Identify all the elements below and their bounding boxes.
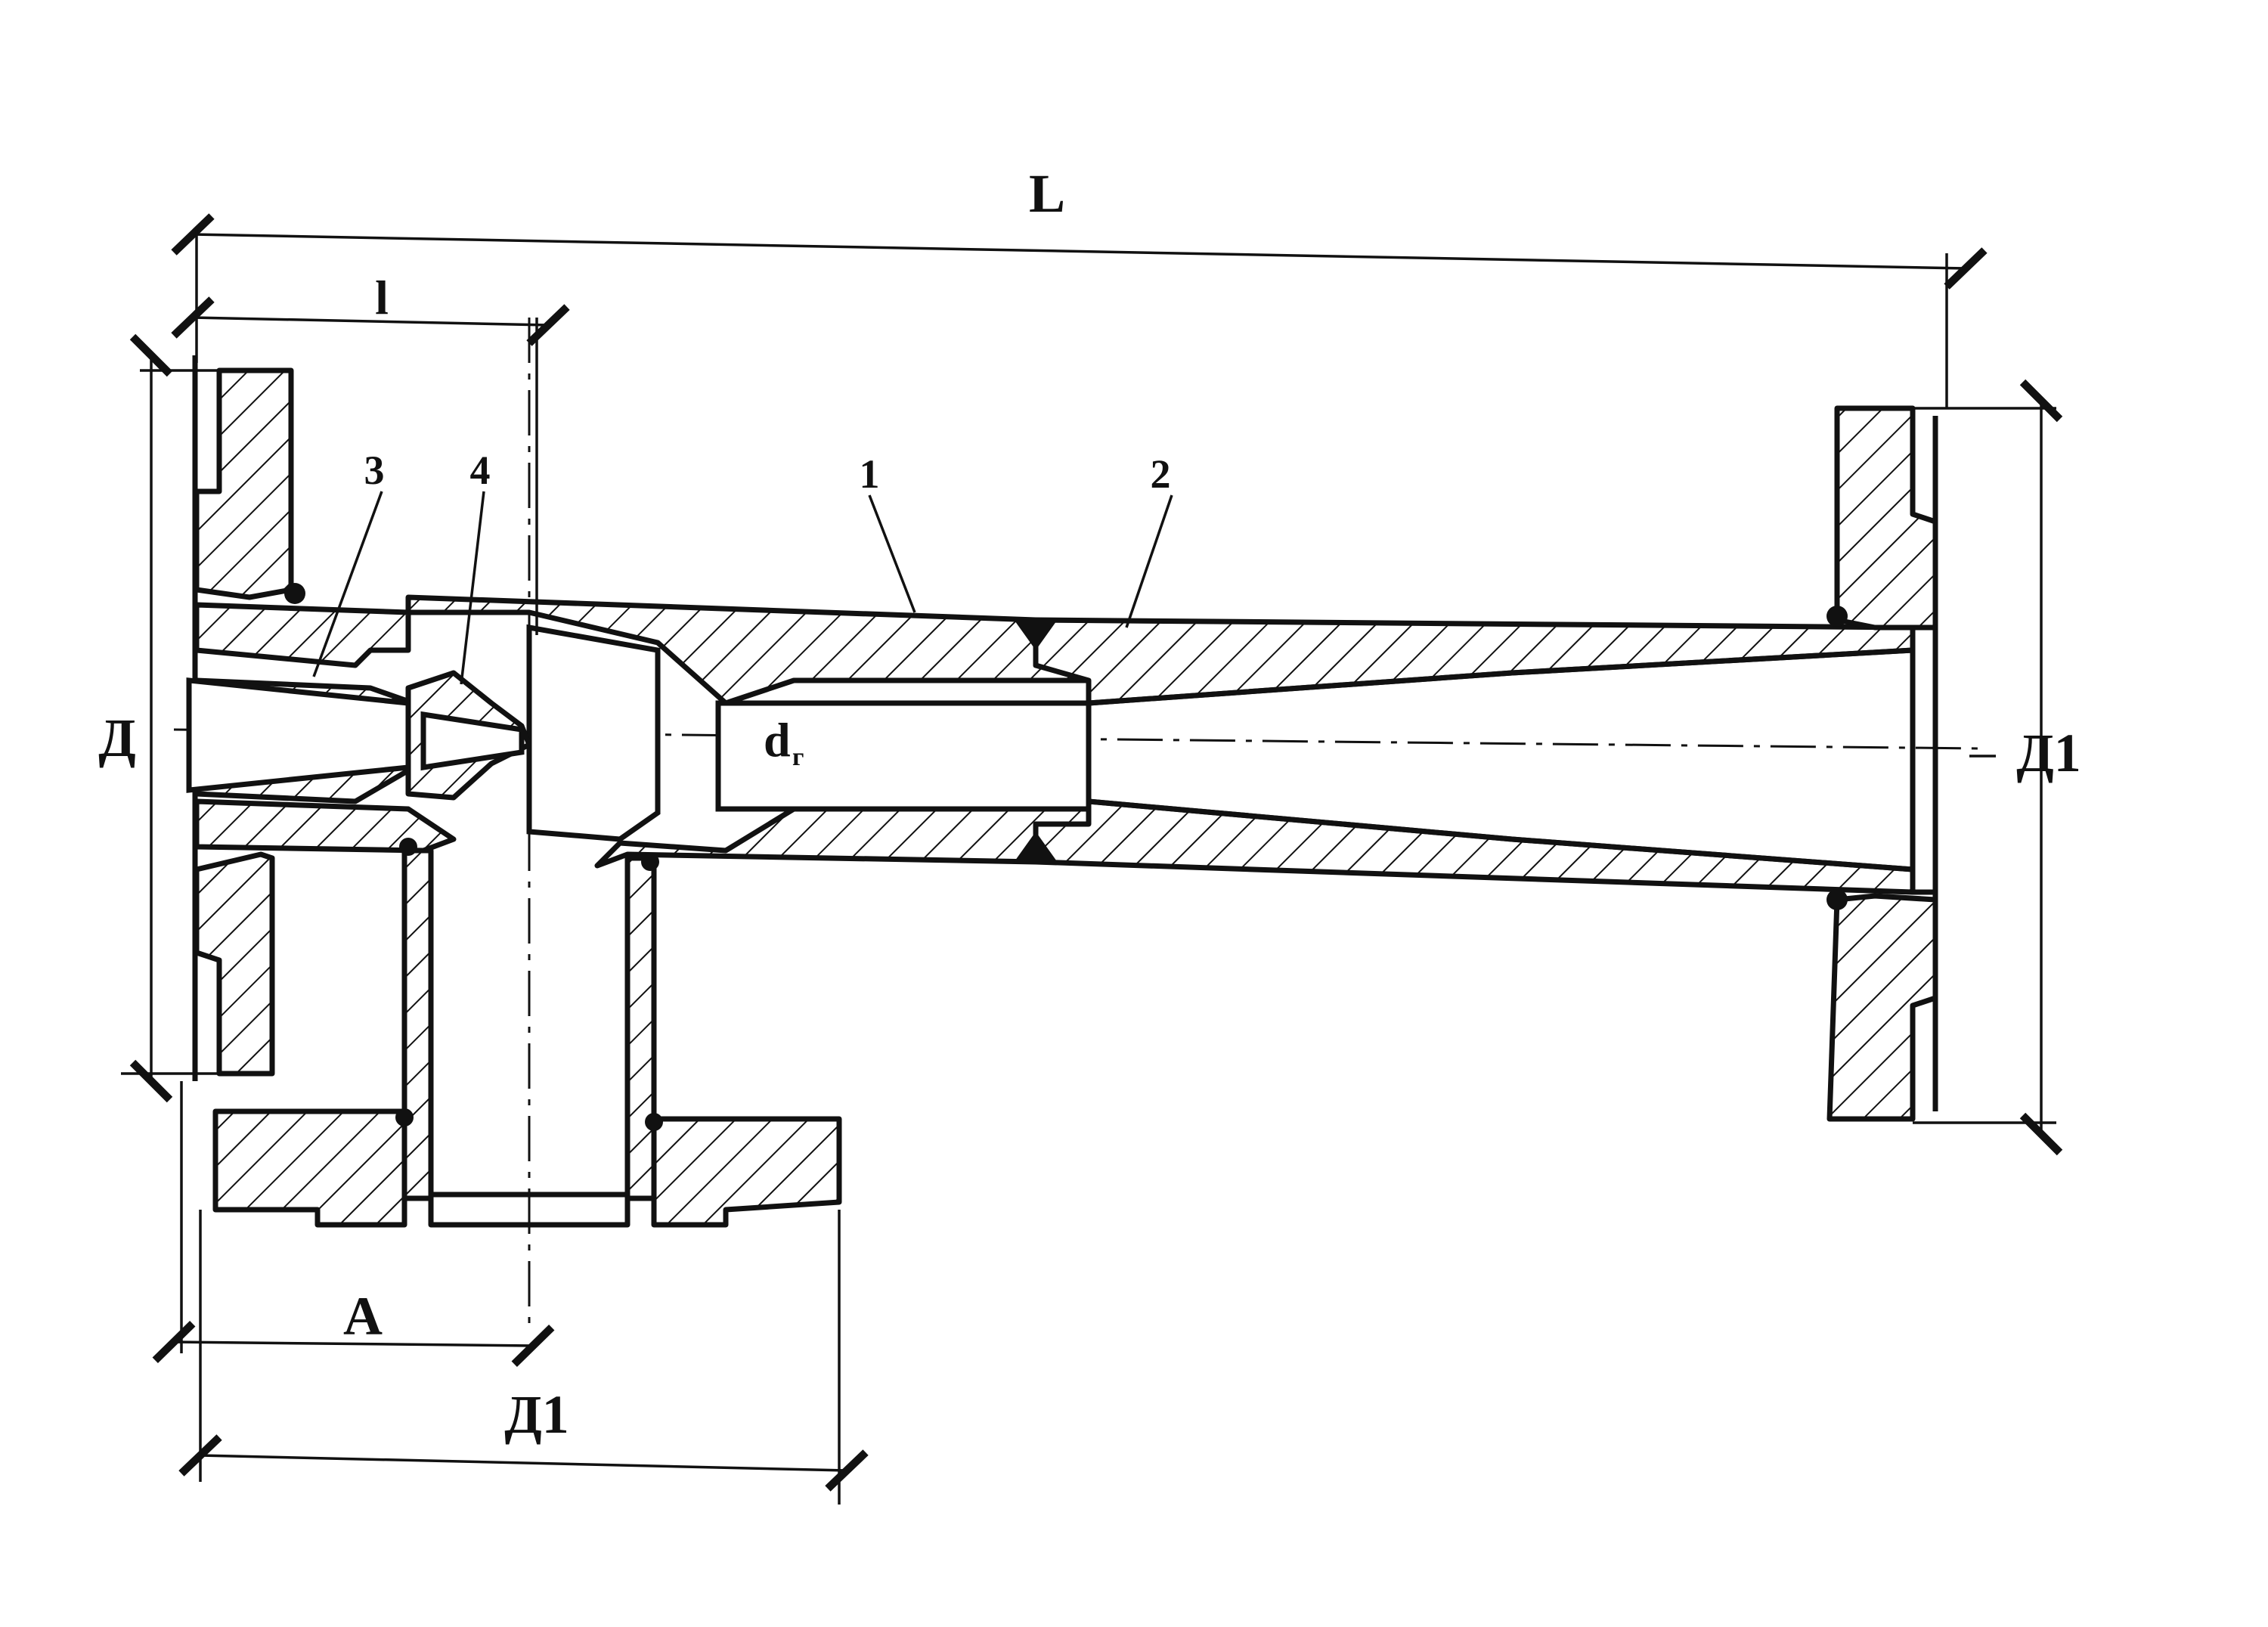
dimension-D bbox=[121, 333, 219, 1103]
label-d-main: d bbox=[764, 713, 791, 767]
label-throat-diameter: d г bbox=[764, 713, 804, 771]
nozzle-assembly-part-3 bbox=[186, 602, 457, 854]
weld-beads bbox=[284, 583, 1848, 1131]
dimension-l bbox=[171, 296, 570, 635]
label-l: l bbox=[375, 271, 389, 324]
diffuser-part-2 bbox=[1033, 617, 1916, 895]
dimension-D1-bottom bbox=[178, 1210, 869, 1505]
label-d-sub: г bbox=[792, 743, 804, 771]
nozzle-tip-part-4 bbox=[405, 670, 532, 801]
label-part-4: 4 bbox=[470, 448, 491, 493]
label-part-1: 1 bbox=[860, 451, 880, 497]
suction-branch bbox=[212, 848, 842, 1228]
label-D1-right: Д1 bbox=[2016, 723, 2081, 783]
label-part-3: 3 bbox=[364, 448, 385, 493]
part-leaders bbox=[312, 491, 1996, 758]
label-D1-bottom: Д1 bbox=[504, 1384, 569, 1445]
label-part-2: 2 bbox=[1151, 451, 1171, 497]
label-D: Д bbox=[98, 708, 136, 768]
dimension-L bbox=[171, 213, 1988, 408]
label-L: L bbox=[1029, 163, 1065, 224]
right-flange bbox=[1826, 405, 1938, 1122]
label-A: A bbox=[343, 1286, 383, 1347]
dimension-D1-right bbox=[1913, 379, 2063, 1156]
dimension-A bbox=[152, 1081, 555, 1367]
